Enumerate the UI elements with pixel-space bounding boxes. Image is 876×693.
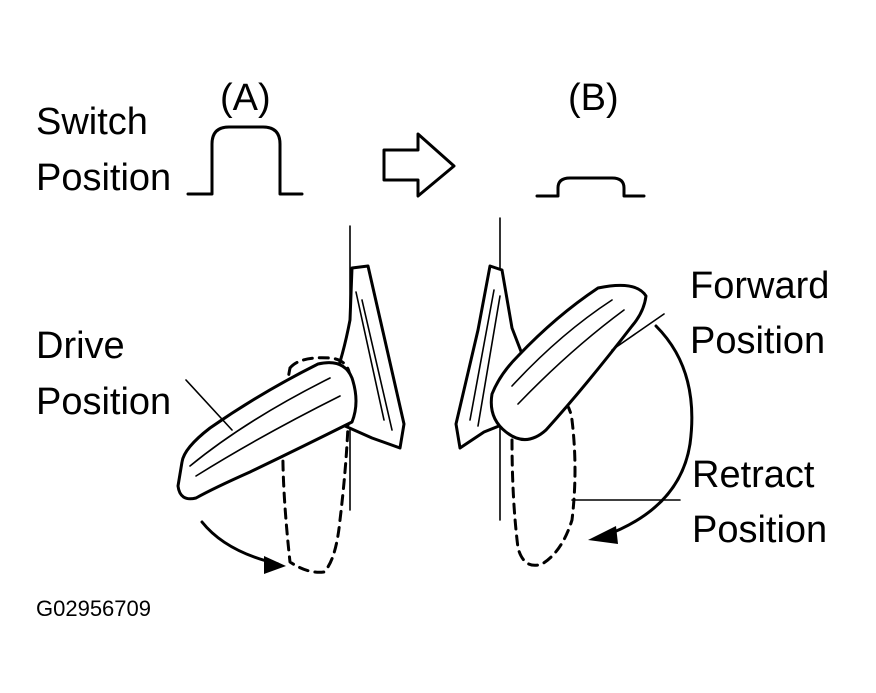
right-arrow-outline-icon: [382, 132, 456, 198]
drive-position-label-line1: Drive: [36, 325, 125, 367]
figure-code: G02956709: [36, 596, 151, 621]
mirror-housing-forward: [489, 283, 648, 441]
switch-position-label-line2: Position: [36, 157, 171, 199]
mirror-housing-drive: [176, 361, 358, 501]
state-b-label: (B): [568, 77, 619, 119]
forward-position-label-line1: Forward: [690, 265, 829, 307]
curved-arrow-icon: [602, 324, 694, 538]
switch-position-label-line1: Switch: [36, 101, 148, 143]
retracted-outline-right: [510, 396, 577, 567]
retract-position-label-line1: Retract: [692, 454, 815, 496]
switch-a-raised: [186, 125, 304, 196]
state-a-label: (A): [220, 77, 271, 119]
drive-position-label-line2: Position: [36, 381, 171, 423]
forward-leader-line: [611, 313, 665, 351]
left-mirror-drive: [176, 225, 406, 574]
switch-b-pressed: [535, 176, 646, 198]
drive-leader-line: [185, 379, 233, 431]
right-mirror-forward: [454, 217, 694, 567]
retract-position-label-line2: Position: [692, 509, 827, 551]
forward-position-label-line2: Position: [690, 320, 825, 362]
